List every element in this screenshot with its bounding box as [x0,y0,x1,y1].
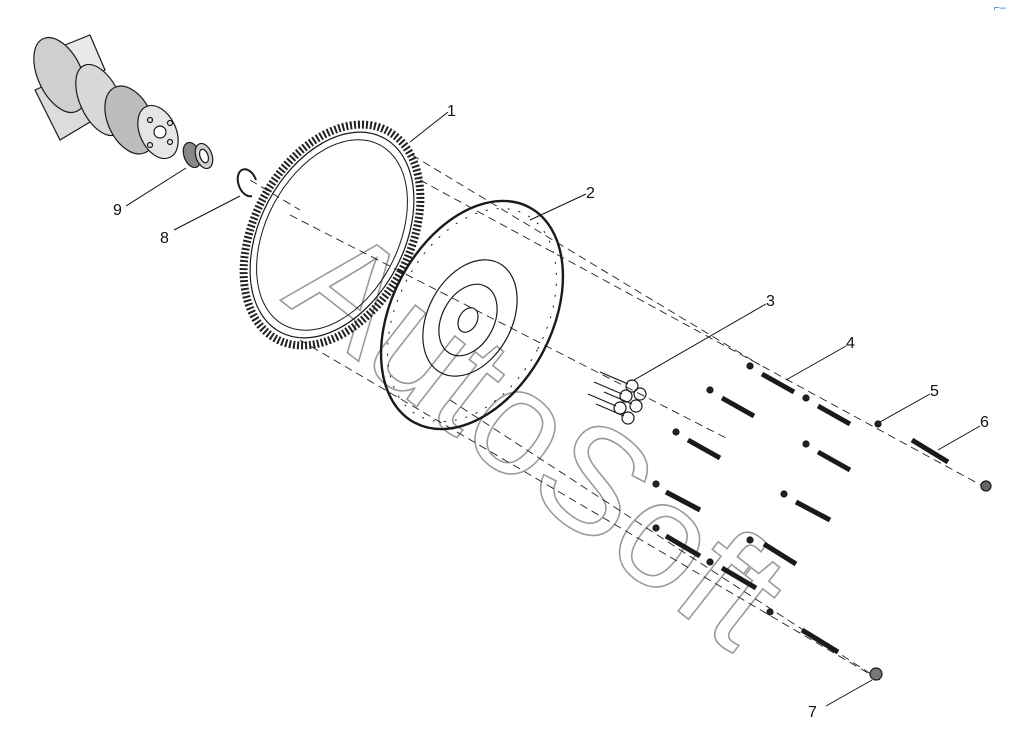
callout-6: 6 [980,414,989,431]
bolts-and-washers [652,362,992,681]
crankshaft [33,34,179,160]
ring-gear [239,120,425,350]
snap-ring [236,168,257,198]
flywheel-bolts [587,371,647,425]
callout-5: 5 [930,383,939,400]
callout-labels: 1 2 3 4 5 6 7 8 9 [113,103,989,721]
callout-3: 3 [766,293,775,310]
leader-lines [125,111,981,707]
flywheel [379,199,565,431]
callout-1: 1 [447,103,456,120]
callout-9: 9 [113,202,122,219]
watermark: AutoSoft [260,193,817,680]
assembly-lines [249,154,991,681]
callout-4: 4 [846,335,855,352]
callout-7: 7 [808,704,817,721]
callout-8: 8 [160,230,169,247]
callout-2: 2 [586,185,595,202]
pilot-bearing [182,141,214,170]
corner-mark: ⌐– [993,2,1006,14]
